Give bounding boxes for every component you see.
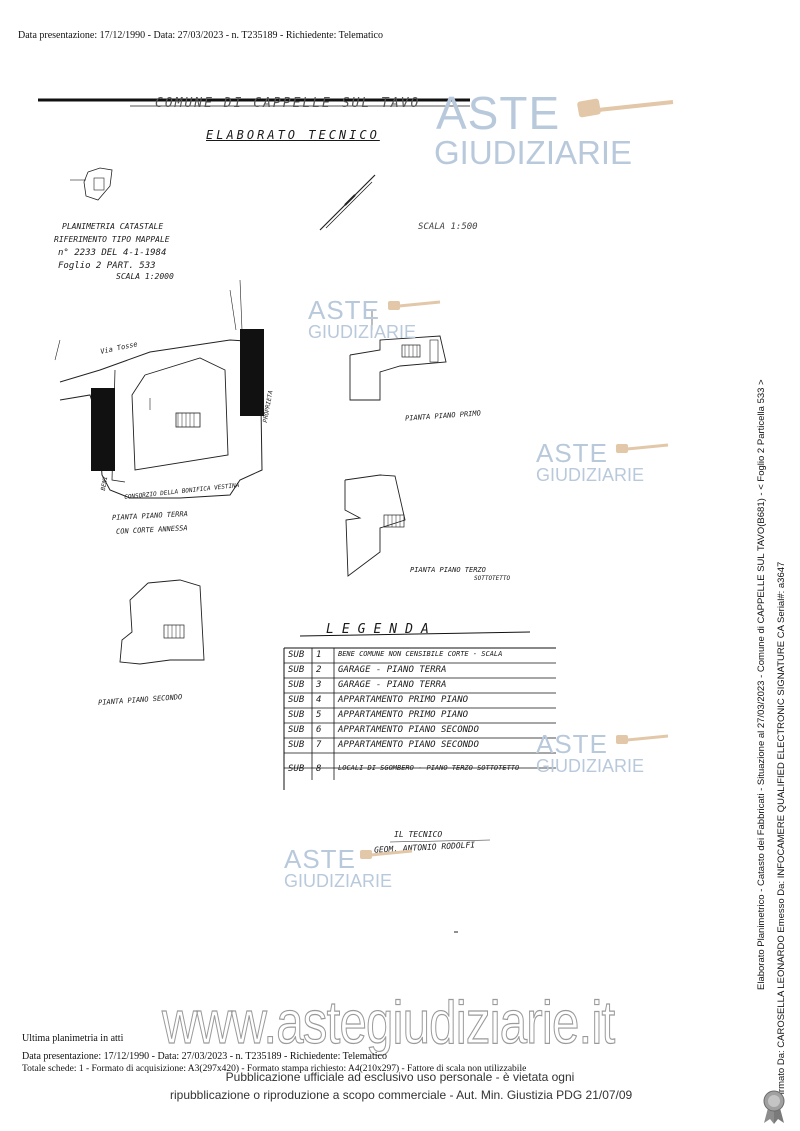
notice-line-1: Pubblicazione ufficiale ad esclusivo uso… xyxy=(225,1070,575,1084)
gavel-icon xyxy=(612,732,672,752)
seal-icon xyxy=(760,1088,788,1124)
label-attic: PIANTA PIANO TERZO xyxy=(410,566,486,574)
main-scale: SCALA 1:500 xyxy=(418,222,478,232)
redaction-bar-left xyxy=(91,388,115,471)
redaction-bar-right xyxy=(240,329,264,416)
cadastral-line-5: SCALA 1:2000 xyxy=(116,272,174,281)
footer-last-plan: Ultima planimetria in atti xyxy=(22,1033,124,1044)
sidebar-signature-info: Firmato Da: CAROSELLA LEONARDO Emesso Da… xyxy=(776,561,787,1100)
notice-line-2: ripubblicazione o riproduzione a scopo c… xyxy=(170,1088,633,1102)
gavel-icon xyxy=(568,96,678,126)
watermark-small-2: ASTE GIUDIZIARIE xyxy=(536,438,645,485)
header-submission-line: Data presentazione: 17/12/1990 - Data: 2… xyxy=(18,30,383,41)
municipality-title: COMUNE DI CAPPELLE SUL TAVO xyxy=(155,96,421,111)
technician-label: IL TECNICO xyxy=(394,830,443,839)
gavel-icon xyxy=(356,847,416,867)
cadastral-line-2: RIFERIMENTO TIPO MAPPALE xyxy=(54,235,170,244)
doc-title: ELABORATO TECNICO xyxy=(206,128,380,142)
watermark-small-1: ASTE GIUDIZIARIE xyxy=(308,295,417,342)
legend-title: LEGENDA xyxy=(326,622,437,637)
watermark-small-4: ASTE GIUDIZIARIE xyxy=(284,844,393,891)
cadastral-line-3: n° 2233 DEL 4-1-1984 xyxy=(58,248,167,258)
sidebar-plan-info: Elaborato Planimetrico - Catasto dei Fab… xyxy=(756,379,767,990)
watermark-small-3: ASTE GIUDIZIARIE xyxy=(536,729,645,776)
cadastral-line-4: Foglio 2 PART. 533 xyxy=(58,261,156,271)
website-watermark: www.astegiudiziarie.it xyxy=(162,988,616,1056)
footer-submission-line: Data presentazione: 17/12/1990 - Data: 2… xyxy=(22,1051,387,1062)
gavel-icon xyxy=(384,298,444,318)
watermark-large: ASTE GIUDIZIARIE xyxy=(434,87,633,171)
gavel-icon xyxy=(612,441,672,461)
footer-totals-line: Totale schede: 1 - Formato di acquisizio… xyxy=(22,1064,527,1074)
cadastral-line-1: PLANIMETRIA CATASTALE xyxy=(62,222,164,231)
label-attic-sottotetto: SOTTOTETTO xyxy=(474,575,511,582)
